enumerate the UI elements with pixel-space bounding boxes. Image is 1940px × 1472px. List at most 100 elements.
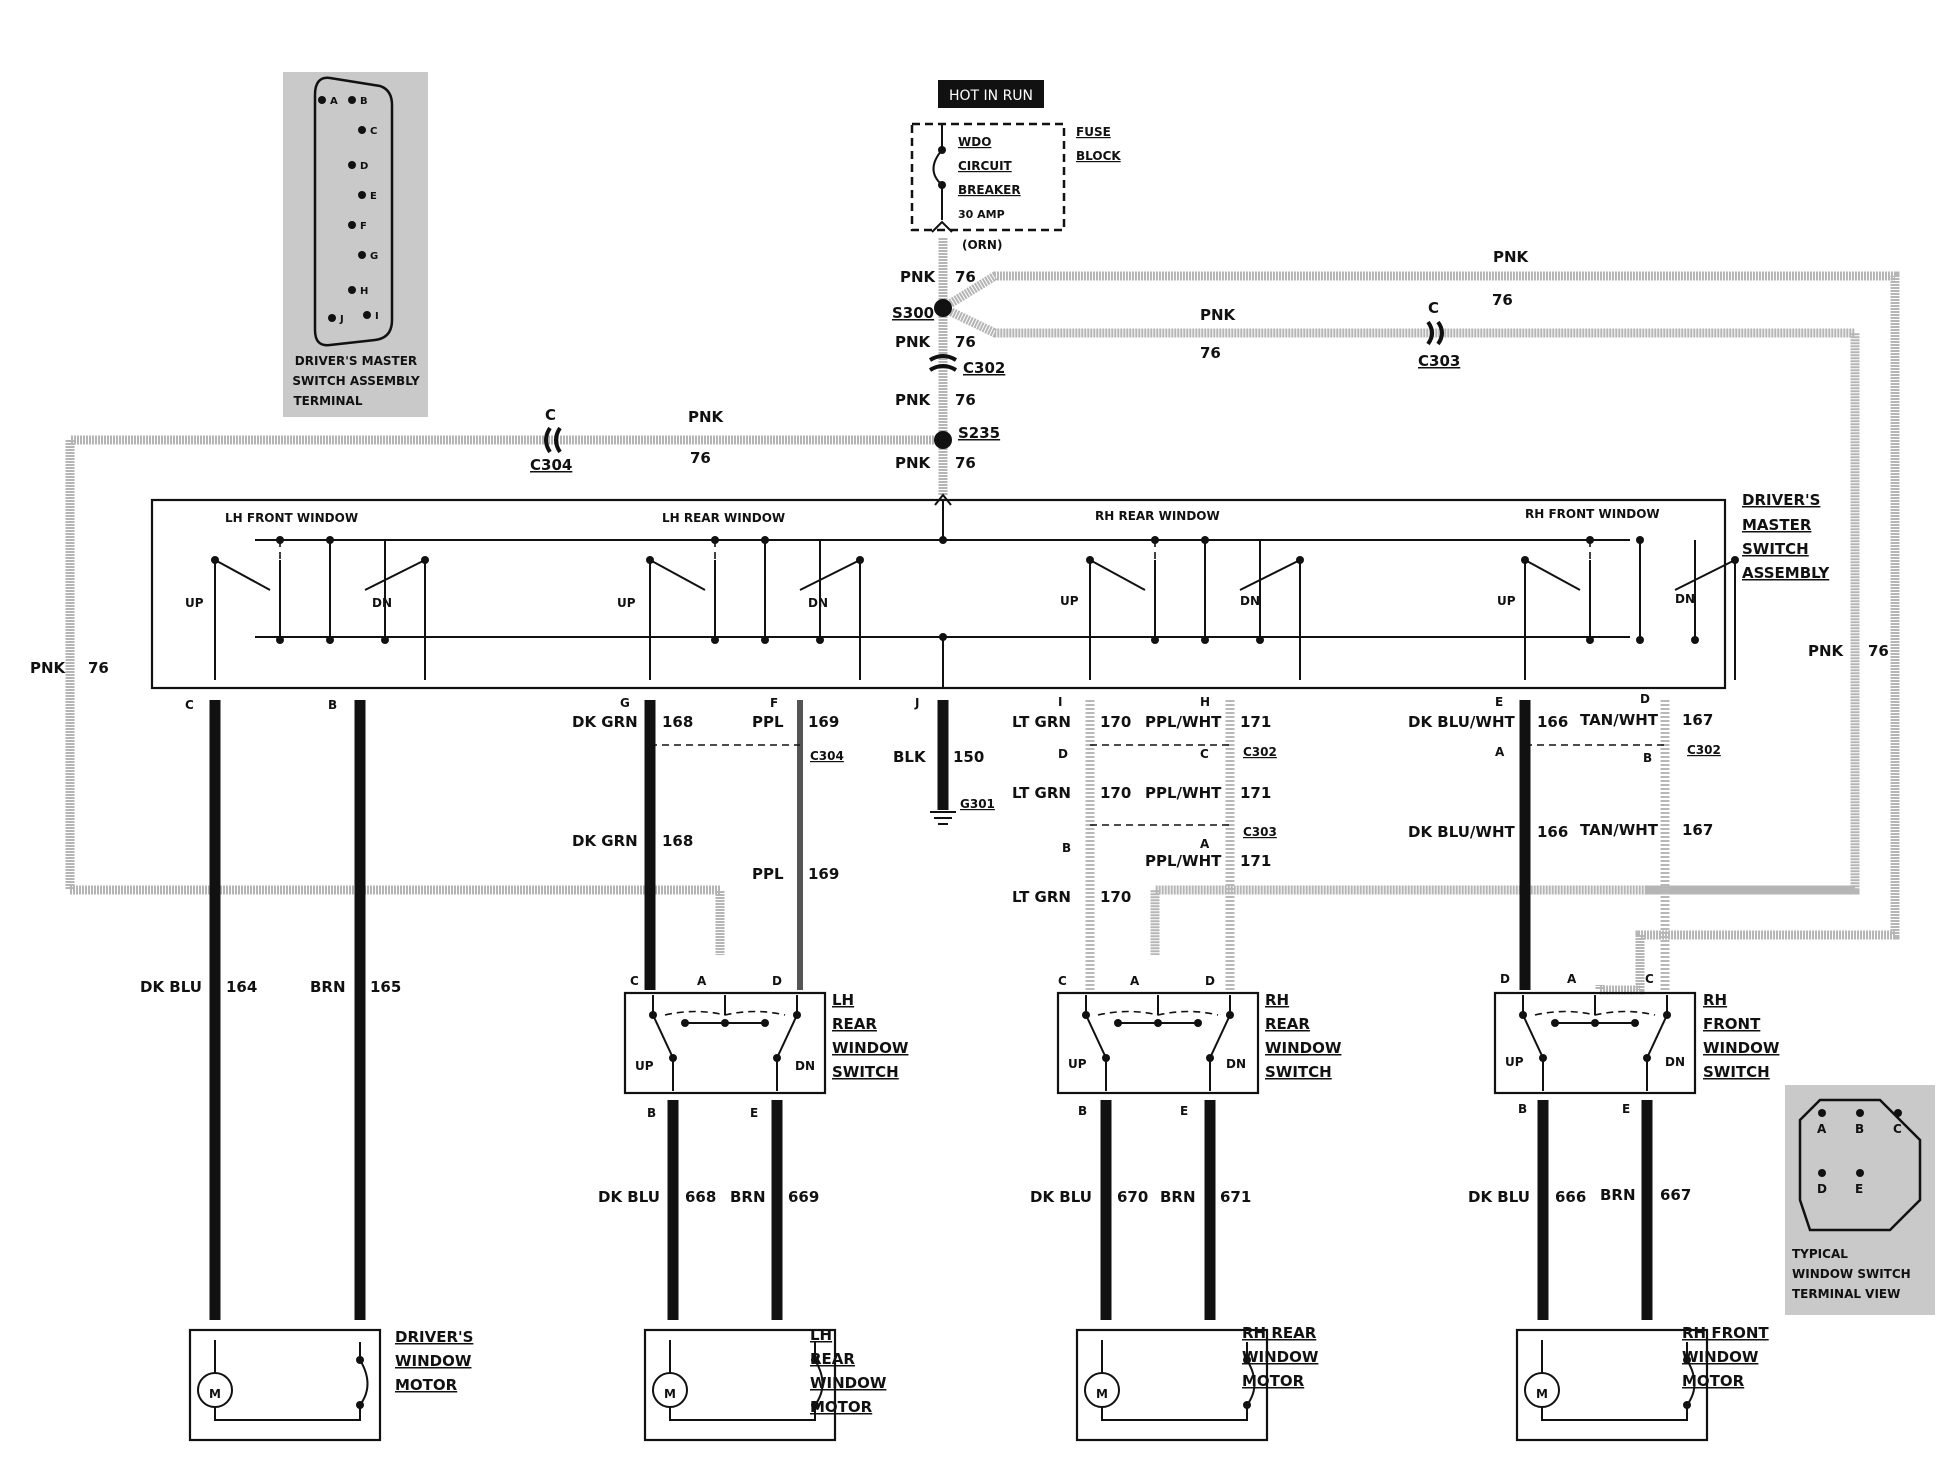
master-pin-label: H: [360, 286, 368, 297]
rrm-2: WINDOW: [1242, 1348, 1319, 1366]
lhr-brn: BRN: [730, 1188, 766, 1206]
lhr-sw-1: LH: [832, 991, 854, 1009]
master-terminal-caption-1: DRIVER'S MASTER: [295, 354, 417, 368]
section-lh-rear: LH REAR WINDOW: [662, 511, 785, 525]
n76-label-4: 76: [955, 454, 976, 472]
rhr-pin-b: B: [1078, 1104, 1087, 1118]
typical-terminal-caption-2: WINDOW SWITCH: [1792, 1267, 1911, 1281]
rhr-dk-blu: DK BLU: [1030, 1188, 1092, 1206]
s300-label: S300: [892, 304, 934, 322]
orn-label: (ORN): [962, 238, 1002, 252]
c302-label-rf: C302: [1687, 743, 1721, 757]
lrm-3: WINDOW: [810, 1374, 887, 1392]
dn-4: DN: [1675, 592, 1695, 606]
n668: 668: [685, 1188, 716, 1206]
rhr-dn: DN: [1226, 1057, 1246, 1071]
lhr-pin-d: D: [772, 974, 782, 988]
c-label-c303: C: [1428, 299, 1439, 317]
pnk-label-2: PNK: [895, 333, 932, 351]
fuse-block: HOT IN RUN WDO CIRCUIT BREAKER 30 AMP FU…: [910, 80, 1121, 252]
typical-pin-label: E: [1855, 1182, 1863, 1196]
lt-grn-3: LT GRN: [1012, 888, 1071, 906]
rhr-pin-c: C: [1058, 974, 1067, 988]
breaker-line-2: CIRCUIT: [958, 159, 1013, 173]
c302-label-top: C302: [963, 359, 1005, 377]
n170-3: 170: [1100, 888, 1131, 906]
n166-1: 166: [1537, 713, 1568, 731]
ground-g301: G301: [930, 797, 995, 825]
pin-d: D: [1640, 692, 1650, 706]
typical-terminal-caption-1: TYPICAL: [1792, 1247, 1848, 1261]
n171-1: 171: [1240, 713, 1271, 731]
pin-e: E: [1495, 695, 1503, 709]
pin-h: H: [1200, 695, 1210, 709]
ppl-wht-3: PPL/WHT: [1145, 852, 1222, 870]
lhr-pin-b: B: [647, 1106, 656, 1120]
n150-label: 150: [953, 748, 984, 766]
brn-165: BRN: [310, 978, 346, 996]
master-terminal-caption-2: SWITCH ASSEMBLY: [292, 374, 420, 388]
rhf-sw-3: WINDOW: [1703, 1039, 1780, 1057]
fuse-block-line-1: FUSE: [1076, 125, 1111, 139]
n666: 666: [1555, 1188, 1586, 1206]
c302-label-rr: C302: [1243, 745, 1277, 759]
lhr-pin-e: E: [750, 1106, 758, 1120]
typical-pin-label: C: [1893, 1122, 1902, 1136]
pnk-feed-wires: [65, 238, 1900, 995]
breaker-line-1: WDO: [958, 135, 991, 149]
dm-2: WINDOW: [395, 1352, 472, 1370]
section-rh-rear: RH REAR WINDOW: [1095, 509, 1220, 523]
ppl-2: PPL: [752, 865, 784, 883]
rr-pin-d: D: [1058, 747, 1068, 761]
ppl-wht-2: PPL/WHT: [1145, 784, 1222, 802]
rh-front-window-motor: [1515, 1328, 1709, 1442]
n165: 165: [370, 978, 401, 996]
rhf-up: UP: [1505, 1055, 1524, 1069]
lh-rear-window-switch: [623, 991, 827, 1095]
up-1: UP: [185, 596, 204, 610]
pin-f: F: [770, 696, 778, 710]
g301-label: G301: [960, 797, 995, 811]
rhf-sw-2: FRONT: [1703, 1015, 1761, 1033]
n76-label-5: 76: [1492, 291, 1513, 309]
lrm-4: MOTOR: [810, 1398, 873, 1416]
typical-pin-dot: [1894, 1109, 1902, 1117]
rhr-sw-2: REAR: [1265, 1015, 1310, 1033]
master-pin-label: A: [330, 96, 338, 107]
master-pin-dot: [348, 221, 356, 229]
drivers-window-motor: [188, 1328, 382, 1442]
lh-rear-window-motor: [643, 1328, 837, 1442]
motor-wire-labels: DK BLU 668 BRN 669 DK BLU 670 BRN 671 DK…: [598, 1186, 1691, 1206]
lhr-dk-blu: DK BLU: [598, 1188, 660, 1206]
rh-front-window-switch: [1493, 991, 1697, 1095]
n170-1: 170: [1100, 713, 1131, 731]
rhr-sw-3: WINDOW: [1265, 1039, 1342, 1057]
typical-terminal-caption-3: TERMINAL VIEW: [1792, 1287, 1900, 1301]
lrm-2: REAR: [810, 1350, 855, 1368]
dn-1: DN: [372, 596, 392, 610]
rhf-pin-c: C: [1645, 972, 1654, 986]
rfm-3: MOTOR: [1682, 1372, 1745, 1390]
master-pin-label: J: [339, 314, 344, 325]
master-pin-label: G: [370, 251, 378, 262]
rh-rear-window-motor: [1075, 1328, 1269, 1442]
n171-2: 171: [1240, 784, 1271, 802]
c-label-c304: C: [545, 406, 556, 424]
tan-wht-2: TAN/WHT: [1580, 821, 1659, 839]
n669: 669: [788, 1188, 819, 1206]
master-pin-dot: [348, 161, 356, 169]
pin-c: C: [185, 698, 194, 712]
n76-label-2: 76: [955, 333, 976, 351]
rfm-1: RH FRONT: [1682, 1324, 1769, 1342]
c304-label-mid: C304: [810, 749, 844, 763]
n169-2: 169: [808, 865, 839, 883]
rhf-pin-a: A: [1567, 972, 1577, 986]
master-pin-dot: [358, 191, 366, 199]
splice-s235: [934, 431, 952, 449]
typical-pin-label: B: [1855, 1122, 1864, 1136]
c303-label-rr: C303: [1243, 825, 1277, 839]
master-pin-dot: [358, 251, 366, 259]
section-rh-front: RH FRONT WINDOW: [1525, 507, 1660, 521]
